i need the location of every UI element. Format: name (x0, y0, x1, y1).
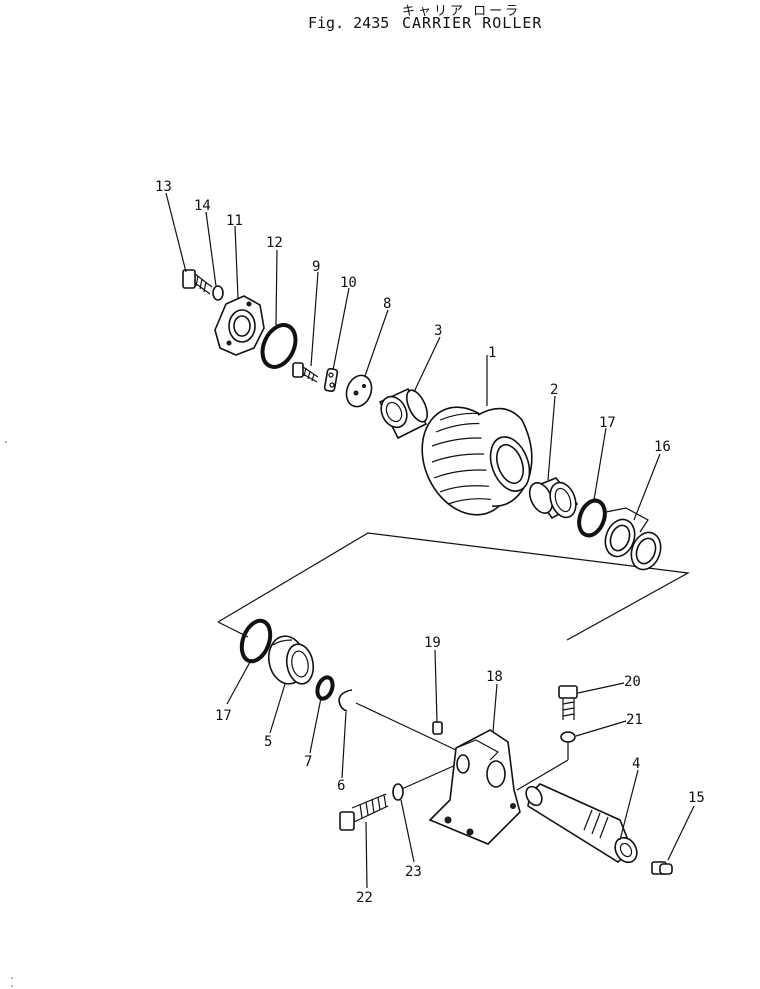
callout-4: 4 (632, 756, 640, 772)
leader-2 (547, 395, 556, 481)
plug-part-15 (651, 861, 673, 875)
leader-11 (234, 225, 239, 299)
callout-17-lower: 17 (215, 708, 232, 724)
roller-part-1 (421, 406, 533, 516)
leader-9 (310, 271, 319, 367)
leader-18 (492, 683, 498, 733)
lock-washer-part-23 (392, 783, 404, 801)
o-ring-part-7 (315, 675, 335, 701)
assembly-line-snap-ring (355, 702, 457, 751)
washer-part-21 (560, 731, 576, 743)
callout-14: 14 (194, 198, 211, 214)
figure-title: CARRIER ROLLER (402, 14, 543, 32)
callout-11: 11 (226, 213, 243, 229)
scan-speck (5, 441, 7, 443)
floating-seal-part-16 (604, 507, 662, 571)
leader-5 (269, 683, 286, 734)
bushing-part-2 (528, 477, 579, 520)
leader-4 (619, 769, 639, 841)
pin-part-19 (432, 721, 443, 735)
leader-12 (275, 249, 278, 326)
callout-5: 5 (264, 734, 272, 750)
callout-17-upper: 17 (599, 415, 616, 431)
callout-20: 20 (624, 674, 641, 690)
callout-18: 18 (486, 669, 503, 685)
callout-12: 12 (266, 235, 283, 251)
shaft-part-4 (525, 783, 638, 864)
leader-20 (577, 682, 625, 694)
bushing-part-3 (378, 387, 429, 440)
leader-15 (667, 805, 695, 861)
bolt-part-13 (182, 269, 213, 295)
lock-plate-part-10 (323, 367, 339, 393)
callout-6: 6 (337, 778, 345, 794)
callout-9: 9 (312, 259, 320, 275)
scan-speck (11, 985, 13, 987)
callout-8: 8 (383, 296, 391, 312)
callout-3: 3 (434, 323, 442, 339)
callout-16: 16 (654, 439, 671, 455)
leader-23 (400, 799, 415, 863)
callout-23: 23 (405, 864, 422, 880)
leader-7 (309, 697, 322, 754)
snap-ring-part-6 (338, 689, 353, 712)
thrust-washer-part-8 (345, 374, 373, 408)
bracket-part-18 (428, 729, 521, 845)
leader-19 (434, 649, 438, 723)
leader-10 (332, 287, 350, 371)
o-ring-part-12 (260, 323, 298, 369)
callout-7: 7 (304, 754, 312, 770)
callout-21: 21 (626, 712, 643, 728)
callout-13: 13 (155, 179, 172, 195)
japanese-title: キャリア ローラ (402, 4, 522, 19)
figure-number: Fig. 2435 (308, 14, 390, 32)
leader-17-lower (226, 661, 251, 705)
scan-speck (11, 977, 13, 979)
callout-10: 10 (340, 275, 357, 291)
leader-21 (575, 720, 627, 737)
callout-22: 22 (356, 890, 373, 906)
bolt-part-20 (558, 685, 578, 720)
bolt-part-9 (292, 362, 319, 383)
leader-6 (341, 711, 347, 779)
cover-part-11 (214, 295, 265, 356)
leader-17-upper (593, 427, 607, 501)
leader-8 (364, 309, 389, 377)
leader-22 (365, 821, 368, 889)
assembly-line-washer (394, 763, 459, 793)
assembly-line-bracket (516, 759, 569, 791)
assembly-outline (217, 532, 690, 641)
collar-part-5 (267, 635, 315, 685)
leader-13 (165, 192, 187, 273)
callout-1: 1 (488, 345, 496, 361)
leader-16 (633, 453, 661, 521)
callout-2: 2 (550, 382, 558, 398)
leader-14 (205, 211, 217, 287)
callout-19: 19 (424, 635, 441, 651)
leader-3 (413, 336, 441, 393)
figure-header: キャリア ローラ Fig. 2435 CARRIER ROLLER (0, 0, 760, 40)
bolt-part-22 (339, 793, 389, 831)
o-ring-part-17-upper (577, 498, 607, 538)
o-ring-part-17-lower (239, 618, 273, 664)
callout-15: 15 (688, 790, 705, 806)
lock-washer-part-14 (212, 285, 224, 301)
